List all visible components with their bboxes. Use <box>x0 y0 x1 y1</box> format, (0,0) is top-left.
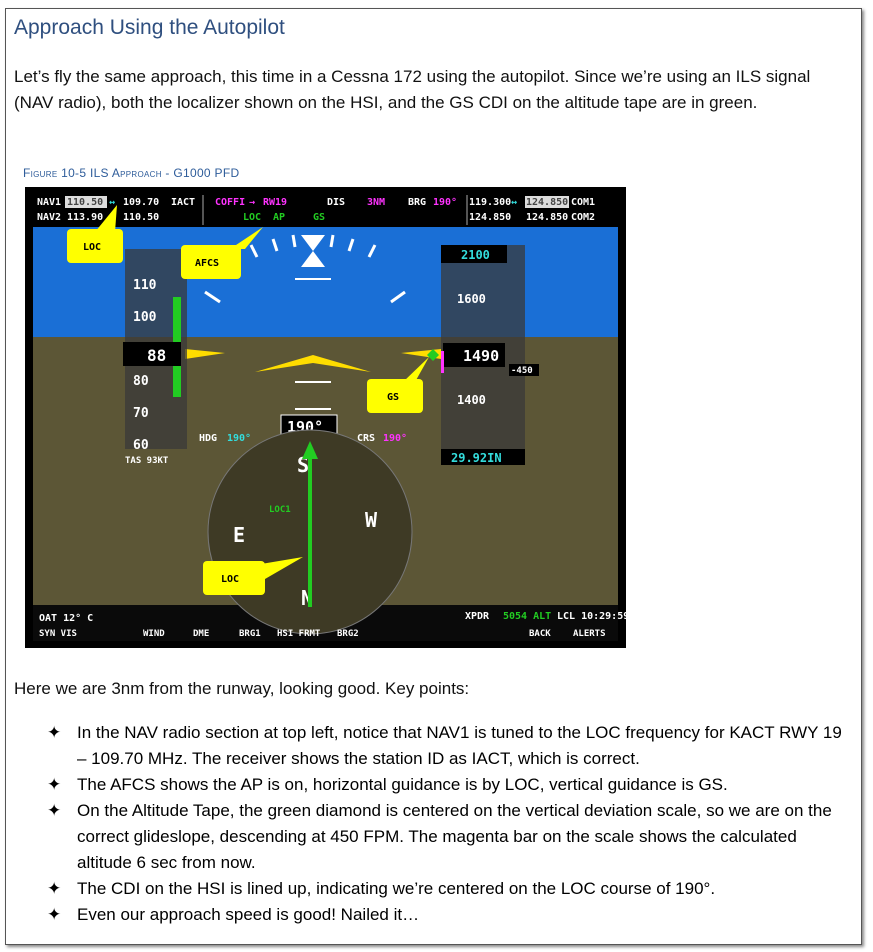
intro-paragraph: Let’s fly the same approach, this time i… <box>14 67 811 112</box>
svg-text:BACK: BACK <box>529 629 551 639</box>
baro-setting: 29.92IN <box>451 451 502 465</box>
svg-text:E: E <box>233 523 245 547</box>
svg-text:WIND: WIND <box>143 629 165 639</box>
section-title: Approach Using the Autopilot <box>14 16 285 39</box>
svg-text:BRG1: BRG1 <box>239 629 261 639</box>
svg-text:NAV2: NAV2 <box>37 212 61 223</box>
svg-text:100: 100 <box>133 310 157 325</box>
svg-text:113.90: 113.90 <box>67 212 103 223</box>
svg-text:LCL 10:29:59: LCL 10:29:59 <box>557 611 626 622</box>
callout-afcs: AFCS <box>181 227 263 279</box>
svg-text:NAV1: NAV1 <box>37 197 61 208</box>
key-points-list: In the NAV radio section at top left, no… <box>45 720 845 928</box>
svg-text:1600: 1600 <box>457 292 486 306</box>
list-item: Even our approach speed is good! Nailed … <box>45 902 845 928</box>
svg-text:HSI FRMT: HSI FRMT <box>277 629 321 639</box>
svg-text:1400: 1400 <box>457 393 486 407</box>
summary-paragraph: Here we are 3nm from the runway, looking… <box>14 679 470 698</box>
svg-text:124.850: 124.850 <box>526 197 568 208</box>
altitude-readout: 1490 <box>463 347 499 365</box>
svg-text:DIS: DIS <box>327 197 345 208</box>
svg-text:5054 ALT: 5054 ALT <box>503 611 551 622</box>
svg-text:190°: 190° <box>227 433 251 444</box>
svg-text:110.50: 110.50 <box>123 212 159 223</box>
svg-text:AFCS: AFCS <box>195 258 219 269</box>
svg-text:RW19: RW19 <box>263 197 287 208</box>
svg-text:SYN VIS: SYN VIS <box>39 629 77 639</box>
callout-loc-nav: LOC <box>67 205 123 263</box>
list-item: The CDI on the HSI is lined up, indicati… <box>45 876 845 902</box>
svg-text:60: 60 <box>133 438 149 453</box>
callout-loc-hsi: LOC <box>203 557 303 595</box>
svg-text:COFFI: COFFI <box>215 197 245 208</box>
g1000-pfd-figure: NAV1 110.50 ↔ 109.70 IACT NAV2 113.90 11… <box>25 187 626 648</box>
svg-text:LOC1: LOC1 <box>269 505 291 515</box>
svg-text:XPDR: XPDR <box>465 611 490 622</box>
svg-text:BRG: BRG <box>408 197 426 208</box>
airspeed-readout: 88 <box>147 346 166 365</box>
svg-text:CRS: CRS <box>357 433 375 444</box>
svg-text:ALERTS: ALERTS <box>573 629 606 639</box>
svg-text:70: 70 <box>133 406 149 421</box>
svg-text:110.50: 110.50 <box>67 197 103 208</box>
svg-text:↔: ↔ <box>109 197 115 208</box>
page-frame <box>5 8 862 945</box>
list-item: In the NAV radio section at top left, no… <box>45 720 845 772</box>
svg-text:OAT 12° C: OAT 12° C <box>39 613 93 624</box>
svg-text:109.70: 109.70 <box>123 197 159 208</box>
svg-text:LOC: LOC <box>83 242 101 253</box>
svg-text:80: 80 <box>133 374 149 389</box>
svg-text:COM1: COM1 <box>571 197 595 208</box>
svg-text:AP: AP <box>273 212 285 223</box>
list-item: The AFCS shows the AP is on, horizontal … <box>45 772 845 798</box>
svg-text:GS: GS <box>313 212 325 223</box>
svg-text:119.300: 119.300 <box>469 197 511 208</box>
figure-caption: Figure 10-5 ILS Approach - G1000 PFD <box>23 166 240 180</box>
vsi-readout: -450 <box>511 366 533 376</box>
svg-text:LOC: LOC <box>221 574 239 585</box>
svg-text:IACT: IACT <box>171 197 195 208</box>
svg-text:BRG2: BRG2 <box>337 629 359 639</box>
svg-text:HDG: HDG <box>199 433 217 444</box>
svg-text:GS: GS <box>387 392 399 403</box>
callout-gs: GS <box>367 357 429 413</box>
svg-text:110: 110 <box>133 278 157 293</box>
svg-text:124.850: 124.850 <box>469 212 511 223</box>
svg-text:124.850: 124.850 <box>526 212 568 223</box>
list-item: On the Altitude Tape, the green diamond … <box>45 798 845 876</box>
svg-text:DME: DME <box>193 629 209 639</box>
svg-text:190°: 190° <box>383 433 407 444</box>
altitude-selected: 2100 <box>461 248 490 262</box>
svg-text:190°: 190° <box>433 197 457 208</box>
glideslope-diamond <box>427 349 439 361</box>
svg-text:3NM: 3NM <box>367 197 385 208</box>
svg-text:TAS 93KT: TAS 93KT <box>125 456 169 466</box>
svg-text:COM2: COM2 <box>571 212 595 223</box>
svg-text:↔: ↔ <box>511 197 517 208</box>
svg-text:LOC: LOC <box>243 212 261 223</box>
svg-text:W: W <box>365 508 378 532</box>
svg-text:→: → <box>249 197 255 208</box>
